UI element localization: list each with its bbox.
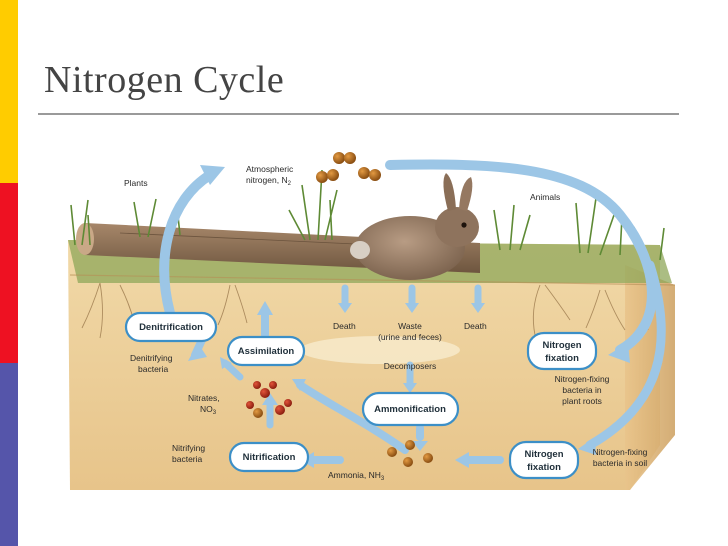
label-atmospheric: Atmospheric	[246, 164, 294, 174]
rabbit	[350, 173, 479, 280]
label-nitrifying: Nitrifying	[172, 443, 205, 453]
label-waste-detail: (urine and feces)	[378, 332, 442, 342]
nitrogen-cycle-diagram: Plants Atmospheric nitrogen, N2 Animals …	[68, 152, 676, 490]
ammonia-molecules	[387, 440, 433, 467]
svg-text:Ammonification: Ammonification	[374, 404, 446, 415]
label-fixing-soil: Nitrogen-fixing	[593, 447, 648, 457]
label-plants: Plants	[124, 178, 148, 188]
label-decomposers: Decomposers	[384, 361, 436, 371]
svg-text:Nitrogen: Nitrogen	[542, 340, 581, 351]
svg-text:Nitrification: Nitrification	[243, 452, 296, 463]
label-fixing-soil-2: bacteria in soil	[593, 458, 647, 468]
box-nitrogen-fixation-bottom: Nitrogen fixation	[508, 440, 580, 480]
svg-text:Denitrification: Denitrification	[139, 322, 203, 333]
label-nitrifying-bacteria: bacteria	[172, 454, 203, 464]
accent-bar-yellow	[0, 0, 18, 183]
atmospheric-nitrogen-molecules	[316, 152, 381, 183]
box-assimilation: Assimilation	[226, 335, 306, 367]
label-nitrates: Nitrates,	[188, 393, 220, 403]
title-divider	[38, 113, 679, 115]
svg-text:fixation: fixation	[527, 462, 561, 473]
box-ammonification: Ammonification	[361, 391, 460, 427]
label-ammonia: Ammonia, NH3	[328, 470, 385, 482]
label-fixing-roots: Nitrogen-fixing	[555, 374, 610, 384]
label-nitrates-formula: NO3	[200, 404, 217, 416]
label-death-left: Death	[333, 321, 356, 331]
arrow-heads	[188, 165, 630, 468]
plant-roots	[81, 282, 651, 339]
label-fixing-roots-2: bacteria in	[562, 385, 601, 395]
accent-bar-blue	[0, 363, 18, 546]
slide-title: Nitrogen Cycle	[44, 59, 285, 101]
label-waste: Waste	[398, 321, 422, 331]
label-atmospheric-nitrogen: nitrogen, N2	[246, 175, 292, 187]
soil-block	[68, 240, 676, 490]
label-fixing-roots-3: plant roots	[562, 396, 602, 406]
box-denitrification: Denitrification	[124, 311, 218, 343]
box-nitrification: Nitrification	[228, 441, 310, 473]
accent-bar-red	[0, 183, 18, 363]
svg-text:Nitrogen: Nitrogen	[524, 449, 563, 460]
label-denitrifying-bacteria: bacteria	[138, 364, 169, 374]
nitrate-molecules	[246, 381, 292, 418]
svg-text:Assimilation: Assimilation	[238, 346, 295, 357]
label-animals: Animals	[530, 192, 560, 202]
svg-text:fixation: fixation	[545, 353, 579, 364]
box-nitrogen-fixation-top: Nitrogen fixation	[526, 331, 598, 371]
label-death-right: Death	[464, 321, 487, 331]
label-denitrifying: Denitrifying	[130, 353, 173, 363]
